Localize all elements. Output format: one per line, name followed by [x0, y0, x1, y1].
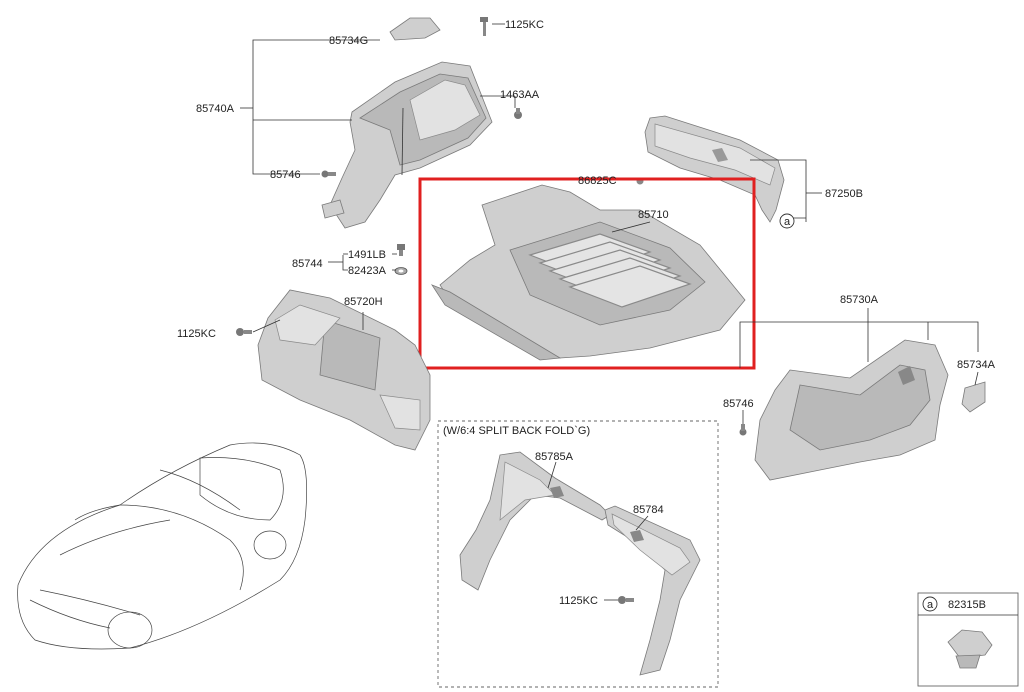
callout-a-top	[779, 213, 795, 229]
screw-85746-right[interactable]	[739, 424, 747, 436]
sill-trim-87250B[interactable]	[644, 115, 785, 223]
label-85785A: 85785A	[535, 451, 574, 463]
label-1491LB: 1491LB	[348, 249, 386, 261]
label-82423A: 82423A	[348, 265, 387, 277]
label-85740A: 85740A	[196, 103, 235, 115]
callout-a-label: a	[784, 216, 791, 228]
split-note: (W/6:4 SPLIT BACK FOLD`G)	[443, 425, 590, 437]
label-1125KC-top: 1125KC	[505, 19, 544, 31]
label-82315B: 82315B	[948, 599, 986, 611]
clip-85734G[interactable]	[389, 17, 441, 41]
label-86825C: 86825C	[578, 175, 617, 187]
screw-1125KC-top[interactable]	[480, 17, 488, 36]
split-fold-box	[437, 420, 719, 688]
screw-1125KC-left[interactable]	[236, 328, 252, 336]
label-85710: 85710	[638, 209, 669, 221]
label-85744: 85744	[292, 258, 323, 270]
label-87250B: 87250B	[825, 188, 863, 200]
label-85720H: 85720H	[344, 296, 383, 308]
label-85746-right: 85746	[723, 398, 754, 410]
legend-box	[917, 592, 1019, 687]
label-85746-left: 85746	[270, 169, 301, 181]
leader-1125KC-left	[252, 319, 281, 333]
highlight-box	[418, 177, 756, 370]
legend-a-label: a	[927, 599, 934, 611]
clip-82315B[interactable]	[947, 629, 993, 669]
leaders-85740A	[240, 23, 516, 271]
screw-1125KC-bottom[interactable]	[618, 596, 634, 604]
leaders-split-box	[547, 461, 649, 601]
leaders-85730A	[739, 308, 979, 424]
clip-85734A[interactable]	[961, 381, 986, 413]
screw-85746-left[interactable]	[321, 170, 337, 178]
pillar-trim-85785A[interactable]	[459, 451, 611, 591]
trunk-mat-85710[interactable]	[430, 184, 746, 361]
right-trim-85730A[interactable]	[754, 339, 949, 481]
screw-1463AA[interactable]	[514, 108, 522, 119]
fasteners-85744[interactable]	[394, 244, 408, 275]
leader-85710	[611, 221, 651, 233]
legend-callout-circle	[922, 596, 938, 612]
label-1463AA: 1463AA	[500, 89, 540, 101]
label-85730A: 85730A	[840, 294, 879, 306]
label-85784: 85784	[633, 504, 664, 516]
label-1125KC-bottom: 1125KC	[559, 595, 598, 607]
label-1125KC-left: 1125KC	[177, 328, 216, 340]
car-illustration	[17, 442, 308, 650]
label-85734A: 85734A	[957, 359, 996, 371]
label-85734G: 85734G	[329, 35, 368, 47]
cover-85720H[interactable]	[257, 289, 431, 451]
left-trim-85740A[interactable]	[321, 61, 493, 229]
pillar-trim-85784[interactable]	[604, 505, 701, 676]
